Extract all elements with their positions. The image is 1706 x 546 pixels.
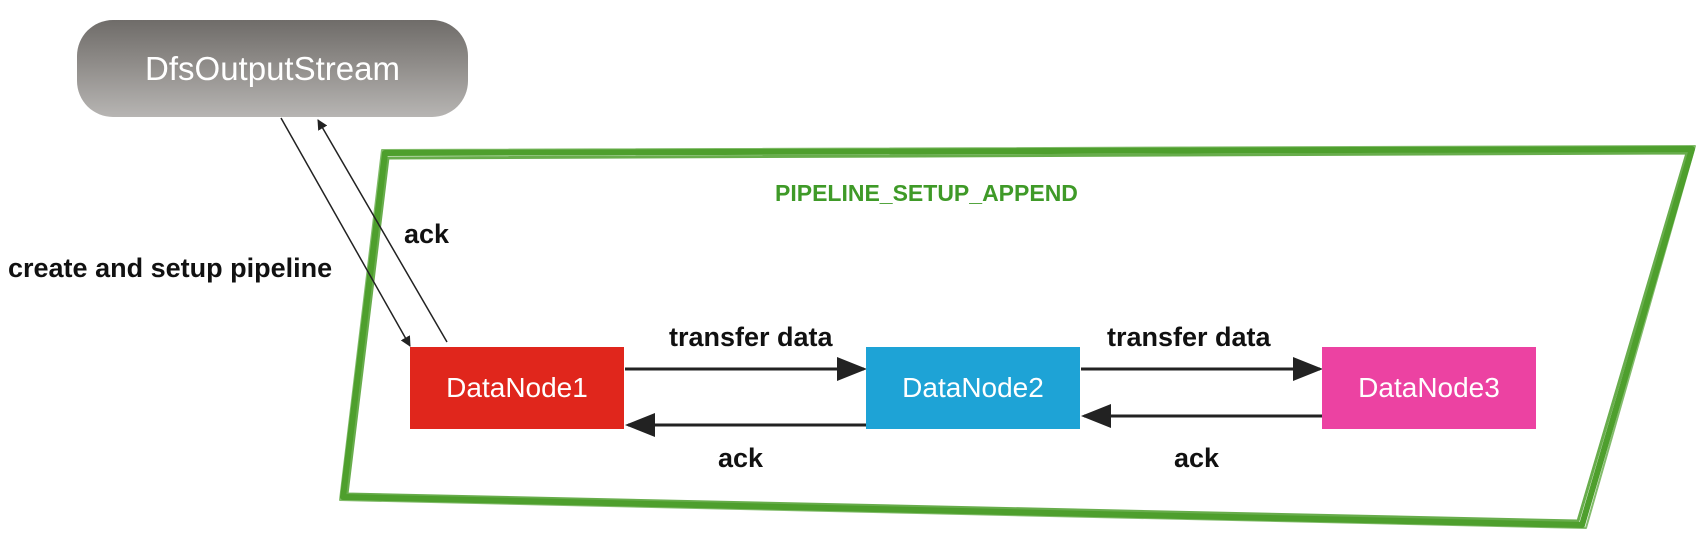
datanode-3: DataNode3: [1322, 347, 1536, 429]
ack-label-2-1: ack: [718, 443, 764, 473]
ack-label-3-2: ack: [1174, 443, 1220, 473]
pipeline-title: PIPELINE_SETUP_APPEND: [775, 180, 1078, 206]
transfer-label-1-2: transfer data: [669, 322, 833, 352]
transfer-label-2-3: transfer data: [1107, 322, 1271, 352]
datanode-1: DataNode1: [410, 347, 624, 429]
setup-pipeline-arrow: [280, 117, 411, 347]
datanode-1-label: DataNode1: [446, 372, 588, 403]
dfs-output-stream-node: DfsOutputStream: [77, 20, 468, 117]
setup-pipeline-label: create and setup pipeline: [8, 253, 333, 283]
setup-ack-arrow: [317, 119, 448, 343]
setup-ack-label: ack: [404, 219, 450, 249]
dfs-output-stream-label: DfsOutputStream: [145, 49, 400, 87]
datanode-2-label: DataNode2: [902, 372, 1044, 403]
datanode-2: DataNode2: [866, 347, 1080, 429]
pipeline-boundary: [339, 145, 1696, 529]
datanode-3-label: DataNode3: [1358, 372, 1500, 403]
